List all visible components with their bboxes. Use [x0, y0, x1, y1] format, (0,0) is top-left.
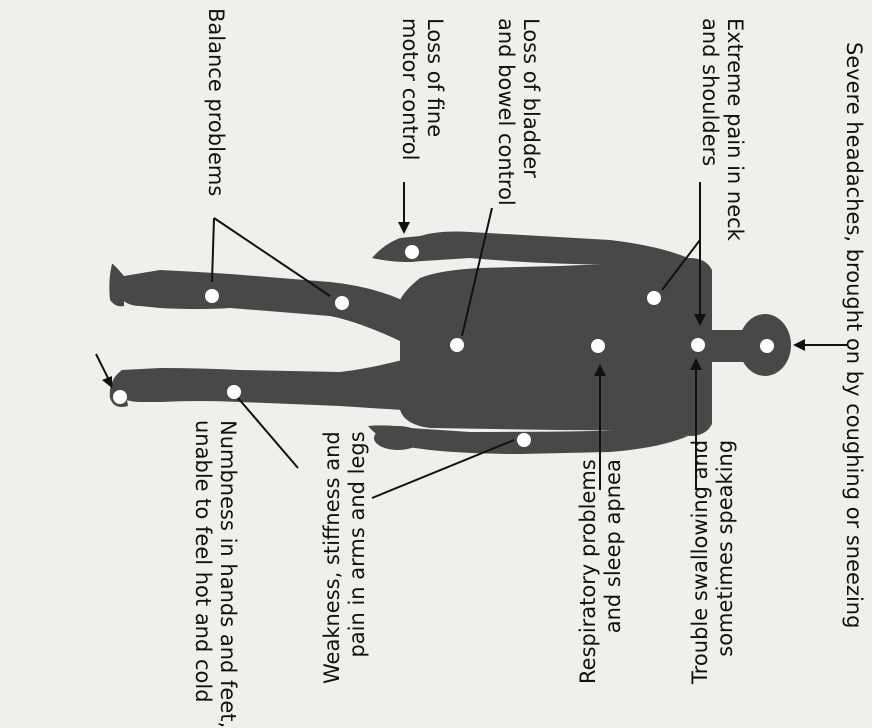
marker-hand	[405, 245, 419, 259]
label-headaches: Severe headaches, brought on by coughing…	[841, 42, 866, 628]
arrow-fine-motor	[398, 222, 410, 234]
marker-neck	[691, 338, 705, 352]
label-fine-motor: Loss of fine motor control	[397, 18, 447, 161]
arrow-headaches	[793, 339, 805, 351]
label-balance: Balance problems	[203, 8, 228, 196]
right-hand	[374, 426, 422, 450]
left-leg	[119, 270, 402, 342]
label-numbness: Numbness in hands and feet, unable to fe…	[190, 420, 240, 728]
marker-thigh	[335, 296, 349, 310]
label-bladder: Loss of bladder and bowel control	[493, 18, 543, 206]
label-weakness: Weakness, stiffness and pain in arms and…	[320, 431, 370, 684]
marker-pelvis	[450, 338, 464, 352]
marker-right-arm	[517, 433, 531, 447]
marker-shoulder	[647, 291, 661, 305]
marker-knee	[227, 385, 241, 399]
label-swallowing: Trouble swallowing and sometimes speakin…	[688, 440, 738, 684]
right-leg	[118, 360, 402, 410]
marker-head	[760, 339, 774, 353]
label-respiratory: Respiratory problems and sleep apnea	[576, 459, 626, 684]
left-foot	[109, 264, 124, 307]
marker-chest	[591, 339, 605, 353]
marker-foot	[113, 390, 127, 404]
marker-leg	[205, 289, 219, 303]
pointer-weakness-2	[238, 398, 298, 468]
pointer-balance-1	[212, 218, 214, 282]
symptom-diagram: Severe headaches, brought on by coughing…	[0, 0, 872, 694]
label-neck-pain: Extreme pain in neck and shoulders	[697, 18, 747, 241]
